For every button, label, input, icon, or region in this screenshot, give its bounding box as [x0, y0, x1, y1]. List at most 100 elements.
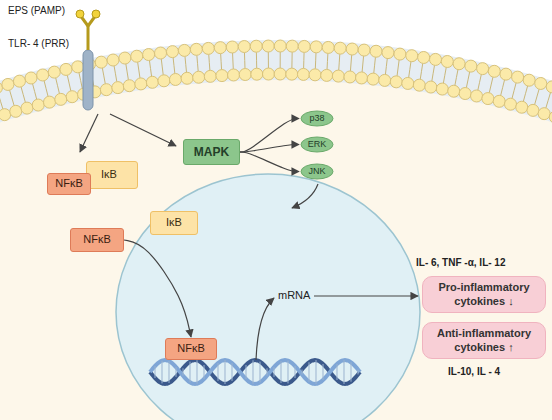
lipid-head: [512, 71, 524, 83]
signal-connector: [124, 240, 191, 337]
lipid-head: [21, 102, 33, 114]
lipid-head: [453, 58, 465, 70]
lipid-tail: [443, 75, 444, 83]
lipid-tail: [10, 90, 12, 98]
node-text: MAPK: [194, 145, 229, 159]
lipid-tail: [44, 81, 46, 89]
lipid-tail: [362, 64, 364, 72]
eps-stem: [87, 26, 90, 50]
nfkb-box: NFκB: [70, 228, 124, 252]
lipid-head: [190, 43, 202, 55]
lipid-head: [0, 109, 11, 121]
base-pair: [267, 368, 268, 375]
lipid-tail: [362, 56, 364, 64]
eps-head: [76, 10, 84, 18]
lipid-tail: [196, 55, 198, 63]
lipid-tail: [327, 61, 328, 69]
lipid-head: [406, 50, 418, 62]
lipid-bilayer: [0, 40, 552, 124]
lipid-tail: [102, 68, 103, 76]
lipid-head: [13, 75, 25, 87]
base-pair: [274, 367, 275, 377]
lipid-tail: [268, 52, 269, 60]
lipid-head: [459, 88, 471, 100]
lipid-head: [310, 41, 322, 53]
node-text: p38: [309, 113, 324, 124]
lipid-tail: [456, 70, 458, 78]
lipid-tail: [546, 100, 548, 108]
lipid-head: [202, 42, 214, 54]
lipid-head: [370, 45, 382, 57]
lipid-tail: [220, 54, 221, 62]
cytokine-box: Pro-inflammatory cytokines ↓: [422, 276, 546, 313]
base-pair: [155, 366, 156, 378]
lipid-head: [146, 76, 158, 88]
lipid-head: [112, 82, 124, 94]
lipid-head: [286, 40, 298, 52]
lipid-head: [158, 75, 170, 87]
lipid-tail: [398, 60, 399, 68]
lipid-tail: [514, 83, 516, 91]
node-text: IκB: [166, 216, 182, 229]
lipid-tail: [432, 73, 433, 81]
lipid-head: [10, 105, 22, 117]
lipid-tail: [373, 65, 375, 73]
lipid-tail: [315, 61, 316, 69]
base-pair: [225, 360, 226, 384]
node-text: ERK: [308, 139, 327, 150]
lipid-tail: [489, 85, 491, 93]
lipid-tail: [23, 95, 25, 103]
lipid-tail: [1, 101, 3, 109]
lipid-tail: [455, 77, 457, 85]
lipid-head: [170, 73, 182, 85]
lipid-tail: [397, 68, 398, 76]
lipid-tail: [480, 74, 482, 82]
lipid-head: [367, 73, 379, 85]
lipid-tail: [445, 67, 446, 75]
lipid-tail: [491, 77, 493, 85]
lipid-head: [322, 41, 334, 53]
jnk-arrow: [292, 184, 318, 208]
lipid-head: [477, 63, 489, 75]
lipid-head: [286, 68, 298, 80]
lipid-head: [379, 74, 391, 86]
lipid-head: [523, 74, 535, 86]
lipid-head: [482, 93, 494, 105]
base-pair: [218, 363, 219, 381]
lipid-tail: [69, 83, 71, 91]
lipid-tail: [421, 63, 422, 71]
nucleus: [116, 174, 420, 420]
lipid-tail: [339, 54, 341, 62]
translation-arrow: [314, 295, 418, 296]
node-text: Pro-inflammatory cytokines ↓: [429, 281, 539, 307]
lipid-head: [418, 51, 430, 63]
kinase-box: MAPK: [183, 139, 240, 165]
base-pair: [351, 362, 352, 381]
lipid-head: [538, 108, 550, 120]
dna-strand: [150, 360, 360, 384]
lipid-head: [181, 72, 193, 84]
base-pair: [239, 371, 240, 374]
lipid-head: [332, 70, 344, 82]
lipid-tail: [385, 67, 387, 75]
base-pair: [183, 368, 184, 375]
lipid-head: [488, 65, 500, 77]
lipid-tail: [525, 86, 527, 94]
base-pair: [337, 364, 338, 380]
cytoplasm: [0, 80, 552, 420]
base-pair: [288, 361, 289, 384]
lipid-tail: [197, 63, 199, 71]
base-pair: [246, 365, 247, 379]
transcription-arrow: [256, 298, 274, 360]
dna-strand: [150, 360, 360, 384]
text-label: EPS (PAMP): [8, 5, 65, 16]
receptor-body: [83, 50, 93, 110]
lipid-tail: [386, 59, 388, 67]
lipid-tail: [244, 61, 245, 69]
lipid-head: [228, 69, 240, 81]
ikb-box: IκB: [150, 211, 198, 235]
cytokine-box: Anti-inflammatory cytokines ↑: [422, 322, 546, 359]
oval-shape: [301, 137, 333, 152]
lipid-tail: [35, 92, 37, 100]
